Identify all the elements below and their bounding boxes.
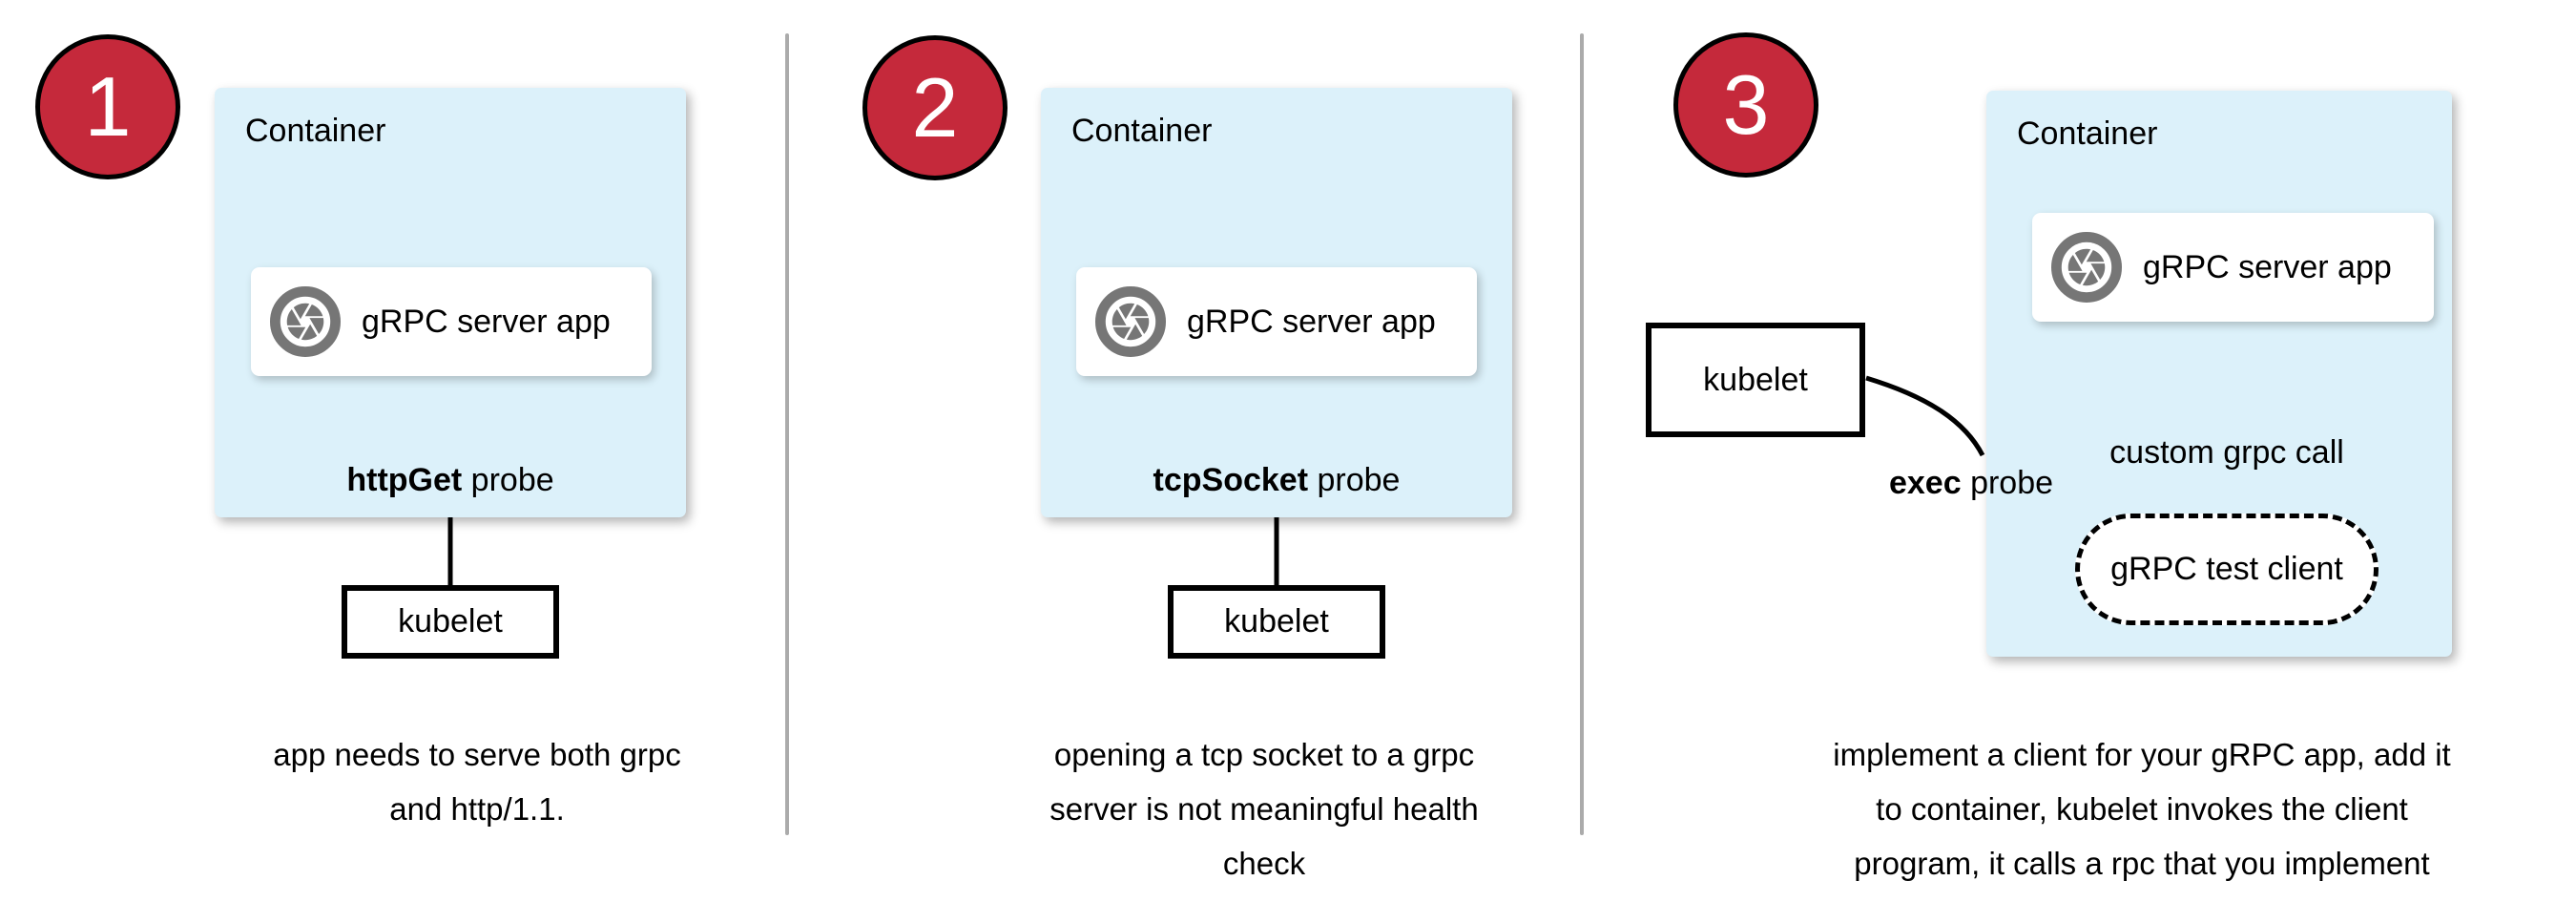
- caption-3-line-1: implement a client for your gRPC app, ad…: [1833, 737, 2451, 772]
- httpget-probe-label: httpGet probe: [346, 462, 553, 499]
- tcpsocket-probe-label-rest: probe: [1308, 462, 1401, 498]
- caption-3: implement a client for your gRPC app, ad…: [1808, 727, 2476, 891]
- panel-divider-2: [1580, 33, 1584, 835]
- grpc-server-app-box-1: gRPC server app: [251, 267, 652, 376]
- container-title-2: Container: [1071, 113, 1213, 149]
- caption-2-line-1: opening a tcp socket to a grpc: [1053, 737, 1475, 772]
- aperture-icon: [270, 286, 341, 357]
- custom-grpc-call-label: custom grpc call: [2109, 434, 2344, 471]
- caption-3-line-2: to container, kubelet invokes the client: [1876, 791, 2408, 827]
- aperture-icon: [1095, 286, 1166, 357]
- grpc-server-app-label-1: gRPC server app: [362, 303, 611, 340]
- caption-1-line-2: and http/1.1.: [389, 791, 565, 827]
- caption-3-line-3: program, it calls a rpc that you impleme…: [1854, 846, 2430, 881]
- exec-probe-label: exec probe: [1889, 465, 2053, 502]
- container-title-1: Container: [245, 113, 386, 149]
- caption-2-line-3: check: [1222, 846, 1306, 881]
- grpc-server-app-box-2: gRPC server app: [1076, 267, 1477, 376]
- caption-1: app needs to serve both grpc and http/1.…: [143, 727, 811, 836]
- aperture-icon: [2051, 232, 2122, 303]
- tcpsocket-probe-label: tcpSocket probe: [1153, 462, 1401, 499]
- step-badge-1: 1: [35, 34, 180, 179]
- panel-divider-1: [785, 33, 789, 835]
- kubelet-box-2: kubelet: [1168, 585, 1385, 659]
- kubelet-box-1: kubelet: [342, 585, 559, 659]
- httpget-probe-label-bold: httpGet: [346, 462, 463, 498]
- grpc-test-client-box: gRPC test client: [2075, 514, 2379, 625]
- grpc-server-app-label-2: gRPC server app: [1187, 303, 1436, 340]
- caption-1-line-1: app needs to serve both grpc: [273, 737, 681, 772]
- tcpsocket-probe-label-bold: tcpSocket: [1153, 462, 1309, 498]
- exec-probe-label-rest: probe: [1961, 465, 2054, 501]
- step-badge-3: 3: [1673, 32, 1818, 178]
- step-badge-2: 2: [862, 35, 1008, 180]
- grpc-server-app-label-3: gRPC server app: [2143, 248, 2392, 285]
- caption-2: opening a tcp socket to a grpc server is…: [930, 727, 1598, 891]
- caption-2-line-2: server is not meaningful health: [1049, 791, 1479, 827]
- httpget-probe-label-rest: probe: [462, 462, 554, 498]
- kubelet-box-3: kubelet: [1646, 323, 1865, 437]
- exec-probe-label-bold: exec: [1888, 465, 1962, 501]
- container-title-3: Container: [2017, 115, 2158, 152]
- grpc-server-app-box-3: gRPC server app: [2032, 213, 2434, 322]
